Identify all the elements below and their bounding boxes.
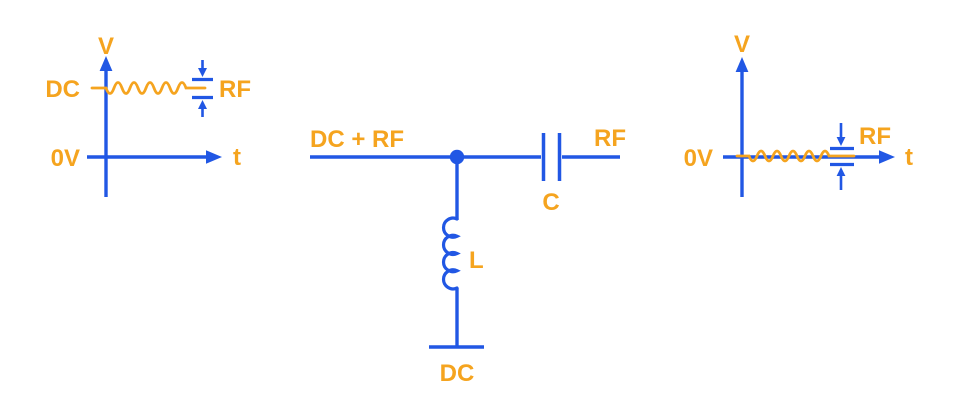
v-axis-arrowhead-icon: [99, 56, 113, 71]
circuit-input-label: DC + RF: [310, 126, 404, 153]
input-voltage-graph: V t DC 0V RF: [45, 33, 251, 197]
dc-output-label: DC: [440, 360, 475, 387]
capacitor: [541, 133, 562, 181]
t-axis-arrowhead-icon: [206, 150, 222, 164]
t-axis-label: t: [905, 144, 913, 171]
t-axis-label: t: [233, 144, 241, 171]
rf-amplitude-label: RF: [219, 76, 251, 103]
rf-amplitude-marker: [830, 123, 854, 190]
t-axis-arrowhead-icon: [879, 150, 895, 164]
rf-bottom-arrowhead-icon: [836, 167, 846, 176]
dc-level-label: DC: [45, 76, 80, 103]
v-axis-arrowhead-icon: [735, 57, 749, 72]
rf-bottom-arrowhead-icon: [198, 100, 207, 109]
circuit-rf-output-label: RF: [594, 125, 626, 152]
rf-amplitude-label: RF: [859, 123, 891, 150]
dc-plus-rf-waveform: [90, 81, 207, 95]
rf-waveform: [735, 149, 856, 163]
rf-amplitude-marker: [192, 60, 213, 117]
zero-level-label: 0V: [51, 145, 80, 172]
zero-level-label: 0V: [684, 145, 713, 172]
capacitor-label: C: [542, 189, 559, 216]
inductor-coil: [442, 216, 461, 291]
v-axis-label: V: [734, 31, 750, 58]
inductor-label: L: [469, 247, 484, 274]
output-voltage-graph: V t 0V RF: [684, 31, 913, 197]
bias-tee-circuit: DC + RF RF C L DC: [310, 125, 626, 387]
rf-top-arrowhead-icon: [836, 137, 846, 146]
rf-top-arrowhead-icon: [198, 68, 207, 77]
v-axis-label: V: [98, 33, 114, 60]
